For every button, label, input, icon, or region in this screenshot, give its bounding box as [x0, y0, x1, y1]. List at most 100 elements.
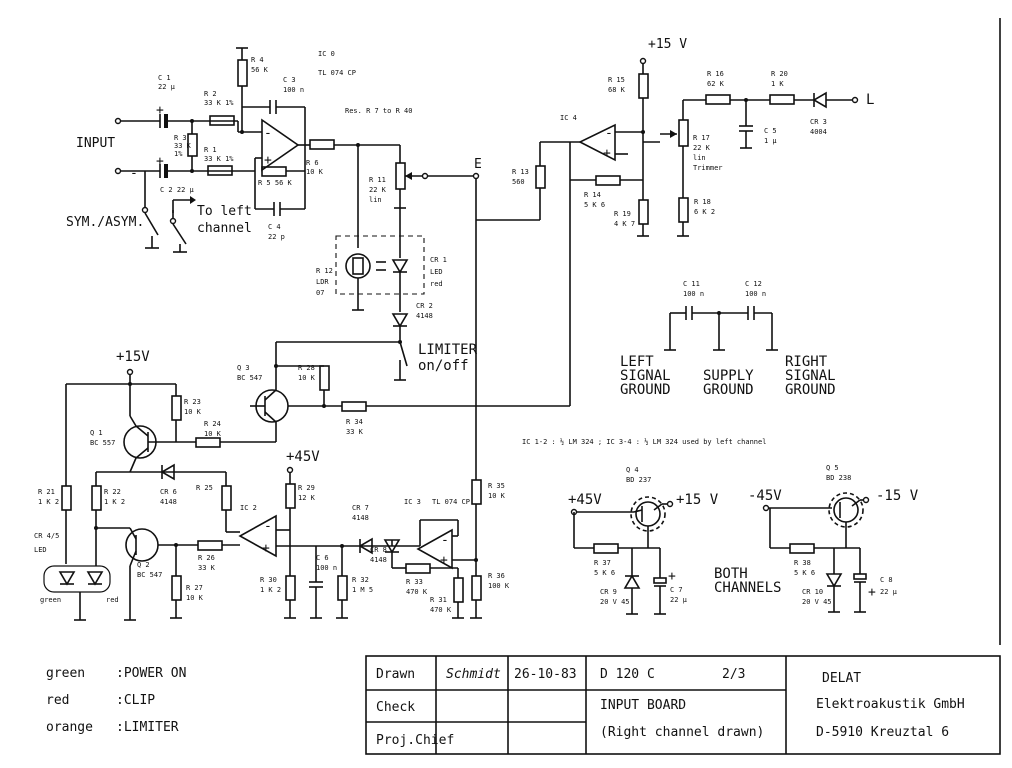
reg-neg-out-label: -15 V [876, 488, 919, 504]
both-channels-1: BOTH [714, 566, 748, 582]
sym-asym-label: SYM./ASYM. [66, 215, 144, 230]
q1-label: Q 1 [90, 429, 103, 437]
svg-text:4 K 7: 4 K 7 [614, 220, 635, 228]
ic3-label: IC 3 [404, 498, 421, 506]
svg-text:100 K: 100 K [488, 582, 510, 590]
svg-text:4148: 4148 [160, 498, 177, 506]
svg-text:1 K 2: 1 K 2 [104, 498, 125, 506]
svg-text:1 K: 1 K [771, 80, 784, 88]
q5-label: Q 5 [826, 464, 839, 472]
peak-detector: IC 2 - + +45V R 29 12 K R 30 1 K 2 C 6 1… [226, 449, 510, 619]
svg-text:-: - [264, 126, 272, 141]
svg-text:100 n: 100 n [683, 290, 704, 298]
svg-text:10 K: 10 K [186, 594, 204, 602]
proj-chief-label: Proj.Chief [376, 733, 454, 748]
company-address: D-5910 Kreuztal 6 [816, 725, 949, 740]
plus15-top-label: +15 V [648, 37, 687, 52]
limiter-label: LIMITER [418, 342, 478, 358]
legend-row: red: CLIP [46, 687, 186, 714]
r24-label: R 24 [204, 420, 221, 428]
svg-text:BC 547: BC 547 [137, 571, 162, 579]
r38-label: R 38 [794, 559, 811, 567]
svg-text:BC 547: BC 547 [237, 374, 262, 382]
c1-label: C 1 [158, 74, 171, 82]
svg-text:+: + [156, 154, 164, 169]
cr2-label: CR 2 [416, 302, 433, 310]
legend-color: red [46, 693, 70, 708]
cr45-label: CR 4/5 [34, 532, 59, 540]
r27-label: R 27 [186, 584, 203, 592]
plus45-label: +45V [286, 449, 320, 465]
svg-text:33 K: 33 K [198, 564, 216, 572]
c7-label: C 7 [670, 586, 683, 594]
c3-label: C 3 [283, 76, 296, 84]
drawn-label: Drawn [376, 667, 415, 682]
c6-label: C 6 [316, 554, 329, 562]
l-output-label: L [866, 92, 874, 108]
supply-ground-1: SUPPLY [703, 368, 754, 384]
svg-text:22 µ: 22 µ [670, 596, 688, 604]
svg-text:+: + [603, 146, 611, 161]
r11-label: R 11 [369, 176, 386, 184]
svg-text:LED: LED [34, 546, 47, 554]
svg-text:100 n: 100 n [316, 564, 337, 572]
r32-label: R 32 [352, 576, 369, 584]
r21-label: R 21 [38, 488, 55, 496]
svg-text:56 K: 56 K [251, 66, 269, 74]
r25-label: R 25 [196, 484, 213, 492]
svg-text:+: + [668, 569, 676, 584]
legend-meaning: CLIP [123, 693, 156, 708]
svg-text:LED: LED [430, 268, 443, 276]
legend-meaning: LIMITER [123, 720, 179, 735]
svg-text:5 K 6: 5 K 6 [794, 569, 815, 577]
r29-label: R 29 [298, 484, 315, 492]
input-label: INPUT [76, 136, 115, 151]
r2-label: R 2 [204, 90, 217, 98]
svg-text:10 K: 10 K [184, 408, 202, 416]
ic0-label: IC 0 [318, 50, 335, 58]
svg-text:-: - [441, 533, 449, 548]
reg-pos-out-label: +15 V [676, 492, 719, 508]
drawing-number: D 120 C [600, 667, 655, 682]
svg-text:LDR: LDR [316, 278, 329, 286]
svg-text:07: 07 [316, 289, 324, 297]
c2-label: C 2 22 µ [160, 186, 195, 194]
svg-text:22 µ: 22 µ [158, 83, 176, 91]
svg-text:470 K: 470 K [430, 606, 452, 614]
c8-label: C 8 [880, 576, 893, 584]
svg-text:BD 237: BD 237 [626, 476, 651, 484]
r20-label: R 20 [771, 70, 788, 78]
cr3-label: CR 3 [810, 118, 827, 126]
svg-text:470 K: 470 K [406, 588, 428, 596]
check-label: Check [376, 700, 415, 715]
r28-label: R 28 [298, 364, 315, 372]
ic4-label: IC 4 [560, 114, 577, 122]
r6-label: R 6 [306, 159, 319, 167]
r13-label: R 13 [512, 168, 529, 176]
r23-label: R 23 [184, 398, 201, 406]
svg-text:33 K: 33 K [346, 428, 364, 436]
cr10-label: CR 10 [802, 588, 823, 596]
svg-text:TL 074 CP: TL 074 CP [318, 69, 356, 77]
svg-text:+: + [440, 553, 448, 568]
svg-text:1 µ: 1 µ [764, 137, 777, 145]
svg-text:12 K: 12 K [298, 494, 316, 502]
svg-text:33 K 1%: 33 K 1% [204, 99, 234, 107]
cr8-label: CR 8 [370, 546, 387, 554]
svg-text:-: - [605, 126, 613, 141]
r19-label: R 19 [614, 210, 631, 218]
left-ground-1: LEFT [620, 354, 654, 370]
output-stage: +15 V R 15 68 K IC 4 - + R 13 560 R 14 5… [476, 37, 874, 406]
legend-color: green [46, 666, 86, 681]
svg-text:10 K: 10 K [298, 374, 316, 382]
cr1-label: CR 1 [430, 256, 447, 264]
reg-neg-in-label: -45V [748, 488, 782, 504]
svg-text:GROUND: GROUND [620, 382, 671, 398]
reg-pos-in-label: +45V [568, 492, 602, 508]
svg-text:22 µ: 22 µ [880, 588, 898, 596]
svg-text:68 K: 68 K [608, 86, 626, 94]
c4-label: C 4 [268, 223, 281, 231]
svg-text:560: 560 [512, 178, 525, 186]
svg-text:20 V 45: 20 V 45 [802, 598, 832, 606]
